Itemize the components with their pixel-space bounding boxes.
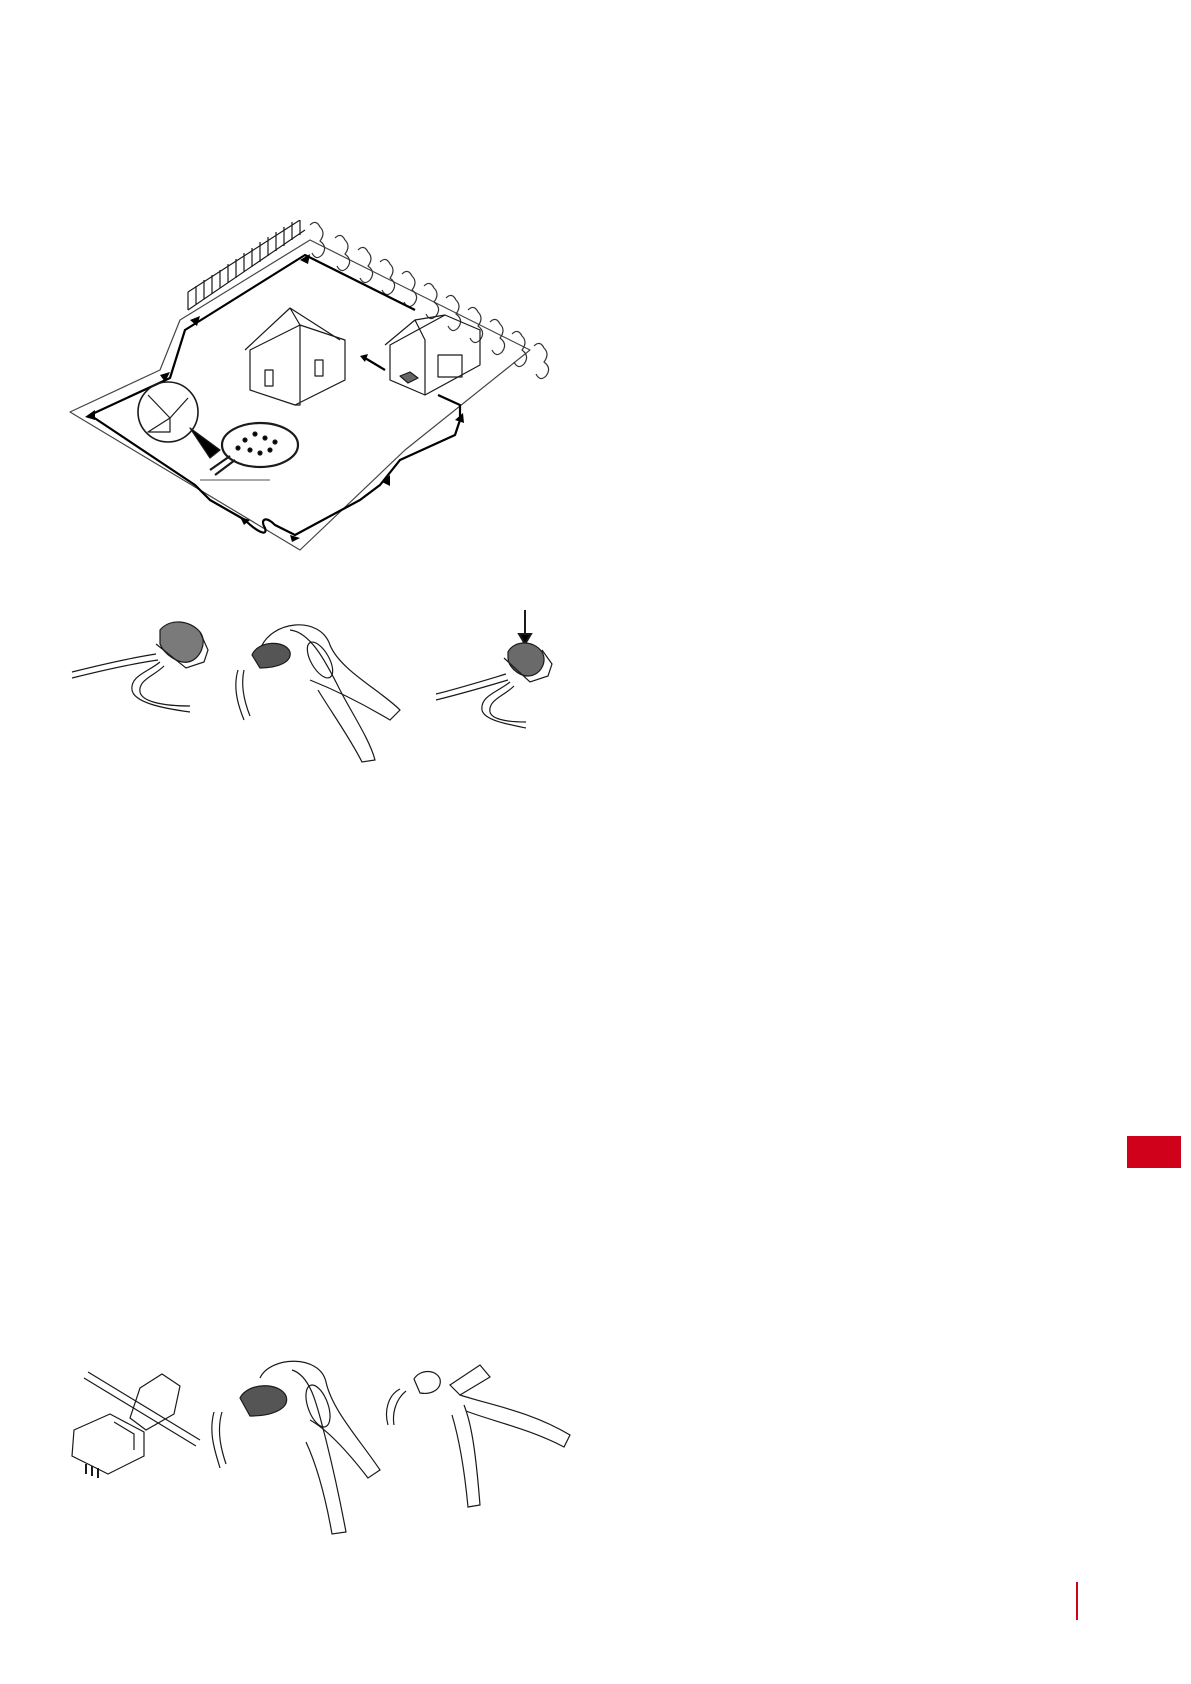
garden-layout-illustration [60, 220, 600, 600]
robot-mower-icon [400, 372, 418, 383]
press-arrow-icon [519, 610, 531, 644]
pliers-icon [260, 1361, 380, 1534]
language-side-tab [1127, 1136, 1181, 1168]
repair-step-3 [380, 1355, 580, 1515]
connector-step-1 [60, 610, 230, 740]
house-icon [245, 308, 345, 405]
wire-connector-icon [236, 643, 290, 720]
hedge-icon [310, 222, 549, 378]
splice-coupler-icon [212, 1386, 287, 1468]
connector-step-3 [430, 610, 580, 740]
wire-connector-icon [72, 622, 208, 712]
wire-connector-icon [436, 643, 552, 728]
garage-icon [385, 315, 480, 395]
magnifier-detail-icon [138, 382, 220, 458]
cutting-pliers-icon [387, 1365, 571, 1507]
footer-rule [1076, 1582, 1078, 1620]
repair-step-1 [70, 1370, 220, 1480]
splice-coupler-icon [72, 1372, 200, 1478]
connector-step-2 [230, 610, 430, 770]
